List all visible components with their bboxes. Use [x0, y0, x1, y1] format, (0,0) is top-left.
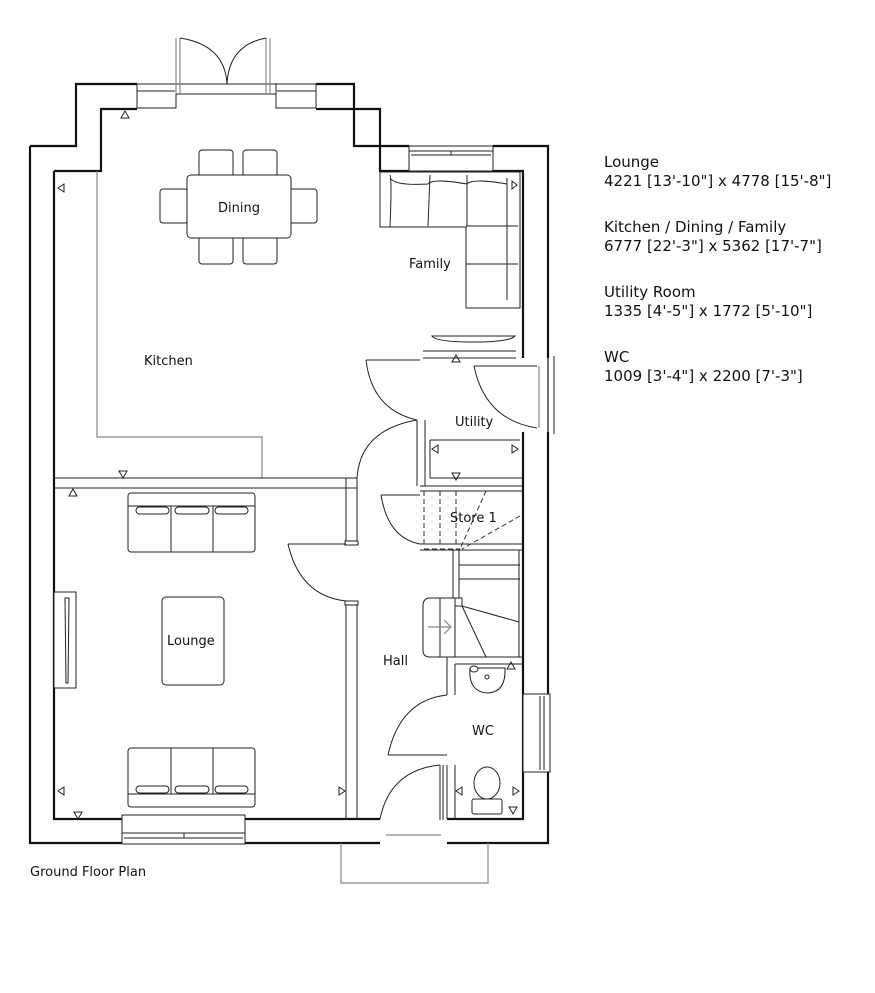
schedule-room-dimensions: 4221 [13'-10"] x 4778 [15'-8"] [604, 172, 832, 190]
wc-basin [469, 665, 506, 694]
store-understair-lines [423, 490, 521, 550]
fireplace [53, 591, 77, 689]
schedule-entry-lounge: Lounge 4221 [13'-10"] x 4778 [15'-8"] [604, 153, 831, 191]
interior-doors [287, 359, 448, 836]
coffee-table [161, 596, 225, 686]
interior-walls [54, 350, 523, 819]
wc-toilet [471, 766, 503, 815]
schedule-room-dimensions: 1335 [4'-5"] x 1772 [5'-10"] [604, 302, 813, 320]
room-schedule: Lounge 4221 [13'-10"] x 4778 [15'-8"] Ki… [604, 153, 831, 413]
corner-sofa [379, 171, 521, 343]
wc-window [522, 693, 551, 773]
plan-title: Ground Floor Plan [30, 865, 147, 880]
electrical-markers [57, 109, 520, 821]
schedule-room-name: Kitchen / Dining / Family [604, 218, 787, 236]
schedule-room-name: Utility Room [604, 283, 696, 301]
room-label-family: Family [409, 257, 451, 272]
staircase[interactable] [422, 550, 520, 658]
schedule-room-name: Lounge [604, 153, 660, 171]
room-label-store: Store 1 [450, 511, 497, 526]
kitchen-counters [96, 171, 263, 478]
schedule-entry-utility-room: Utility Room 1335 [4'-5"] x 1772 [5'-10"… [604, 283, 831, 321]
schedule-room-dimensions: 6777 [22'-3"] x 5362 [17'-7"] [604, 237, 822, 255]
room-label-dining: Dining [218, 201, 260, 216]
exterior-walls [28, 82, 550, 884]
room-label-wc: WC [472, 724, 494, 739]
patio-doors [136, 37, 317, 109]
utility-side-door [473, 356, 555, 434]
dining-set [159, 149, 318, 265]
room-label-hall: Hall [383, 654, 408, 669]
lounge-sofa-top [127, 492, 256, 553]
schedule-entry-kitchen-dining-family: Kitchen / Dining / Family 6777 [22'-3"] … [604, 218, 831, 256]
room-label-lounge: Lounge [167, 634, 215, 649]
schedule-entry-wc: WC 1009 [3'-4"] x 2200 [7'-3"] [604, 348, 831, 386]
room-label-kitchen: Kitchen [144, 354, 193, 369]
lounge-window [121, 814, 246, 845]
family-window [408, 145, 494, 172]
schedule-room-dimensions: 1009 [3'-4"] x 2200 [7'-3"] [604, 367, 803, 385]
room-label-utility: Utility [455, 415, 494, 430]
schedule-room-name: WC [604, 348, 630, 366]
lounge-sofa-bottom [127, 747, 256, 808]
